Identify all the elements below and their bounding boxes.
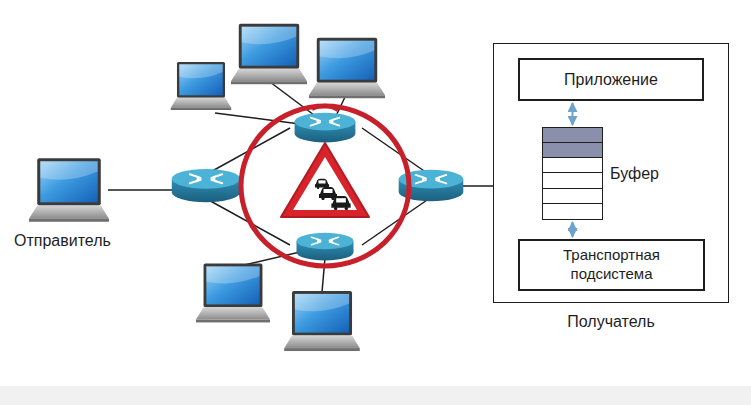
node-text: Получатель bbox=[494, 312, 728, 332]
node-text: Буфер bbox=[610, 164, 659, 184]
node-text: Приложение bbox=[556, 70, 666, 90]
double-arrow bbox=[572, 222, 574, 237]
transport-box: Транспортная подсистема bbox=[518, 239, 705, 291]
buffer-stack: Буфер bbox=[542, 127, 603, 220]
receiver-box: ПолучательПриложениеБуферТранспортная по… bbox=[493, 43, 729, 303]
buffer-slot bbox=[543, 173, 602, 188]
buffer-slot bbox=[543, 204, 602, 219]
buffer-slot bbox=[543, 128, 602, 143]
double-arrow bbox=[572, 103, 574, 125]
sender-label: Отправитель bbox=[14, 232, 111, 250]
node-text: Транспортная подсистема bbox=[520, 246, 703, 284]
buffer-slot bbox=[543, 143, 602, 158]
buffer-slot bbox=[543, 158, 602, 173]
buffer-slot bbox=[543, 189, 602, 204]
application-box: Приложение bbox=[518, 58, 704, 101]
